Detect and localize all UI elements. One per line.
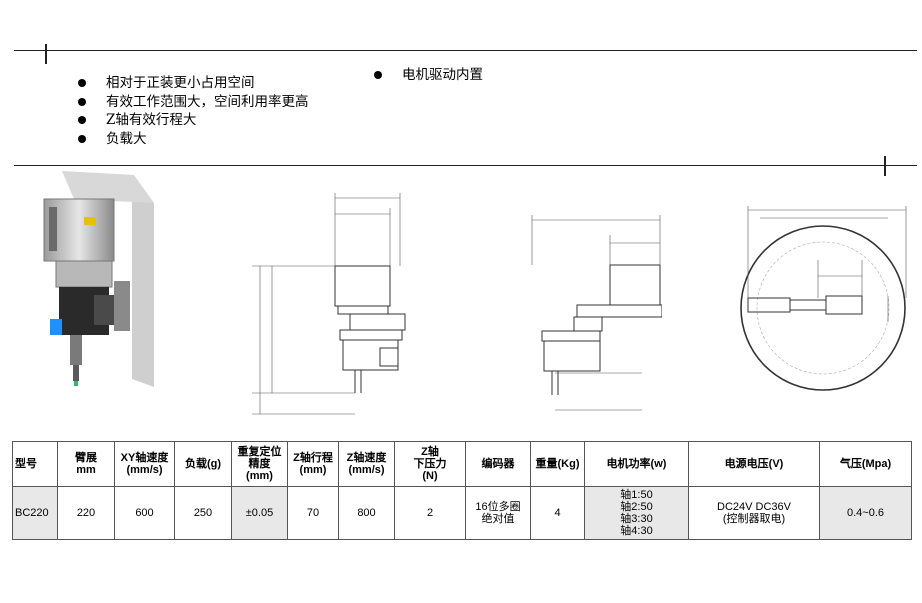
cell-air-pressure: 0.4~0.6 bbox=[819, 486, 912, 540]
header-repeatability: 重复定位精度(mm) bbox=[231, 441, 288, 487]
header-z-speed: Z轴速度(mm/s) bbox=[338, 441, 395, 487]
product-photo bbox=[43, 171, 154, 387]
feature-item: Z轴有效行程大 bbox=[78, 111, 309, 130]
header-payload: 负载(g) bbox=[174, 441, 232, 487]
cell-arm-span: 220 bbox=[57, 486, 115, 540]
bullet-icon bbox=[78, 97, 86, 106]
table-row: BC220 220 600 250 ±0.05 70 800 2 16位多圈绝对… bbox=[12, 486, 912, 540]
header-xy-speed: XY轴速度(mm/s) bbox=[114, 441, 175, 487]
header-supply-voltage: 电源电压(V) bbox=[688, 441, 820, 487]
top-view-drawing bbox=[740, 206, 907, 391]
header-air-pressure: 气压(Mpa) bbox=[819, 441, 912, 487]
top-divider-tick bbox=[45, 44, 47, 64]
cell-z-speed: 800 bbox=[338, 486, 395, 540]
cell-z-stroke: 70 bbox=[287, 486, 339, 540]
feature-list-right: 电机驱动内置 bbox=[374, 66, 483, 85]
header-model: 型号 bbox=[12, 441, 58, 487]
feature-item: 有效工作范围大，空间利用率更高 bbox=[78, 93, 309, 112]
bullet-icon bbox=[78, 79, 86, 87]
middle-divider bbox=[14, 165, 917, 166]
cell-encoder: 16位多圈绝对值 bbox=[465, 486, 531, 540]
feature-item: 电机驱动内置 bbox=[374, 66, 483, 85]
header-weight: 重量(Kg) bbox=[530, 441, 585, 487]
bullet-icon bbox=[78, 116, 86, 124]
cell-repeatability: ±0.05 bbox=[231, 486, 288, 540]
top-divider bbox=[14, 50, 917, 51]
cell-z-force: 2 bbox=[394, 486, 466, 540]
middle-divider-tick bbox=[884, 156, 886, 176]
header-encoder: 编码器 bbox=[465, 441, 531, 487]
bullet-icon bbox=[374, 71, 382, 79]
cell-weight: 4 bbox=[530, 486, 585, 540]
bullet-icon bbox=[78, 134, 86, 143]
feature-item: 负载大 bbox=[78, 130, 309, 149]
header-z-stroke: Z轴行程(mm) bbox=[287, 441, 339, 487]
header-motor-power: 电机功率(w) bbox=[584, 441, 689, 487]
cell-supply-voltage: DC24V DC36V(控制器取电) bbox=[688, 486, 820, 540]
cell-payload: 250 bbox=[174, 486, 232, 540]
cell-model: BC220 bbox=[12, 486, 58, 540]
side-view-drawing bbox=[252, 193, 406, 415]
feature-item: 相对于正装更小占用空间 bbox=[78, 74, 309, 93]
header-z-force: Z轴下压力(N) bbox=[394, 441, 466, 487]
feature-list-left: 相对于正装更小占用空间 有效工作范围大，空间利用率更高 Z轴有效行程大 负载大 bbox=[78, 74, 309, 148]
front-view-drawing bbox=[531, 215, 662, 411]
cell-xy-speed: 600 bbox=[114, 486, 175, 540]
